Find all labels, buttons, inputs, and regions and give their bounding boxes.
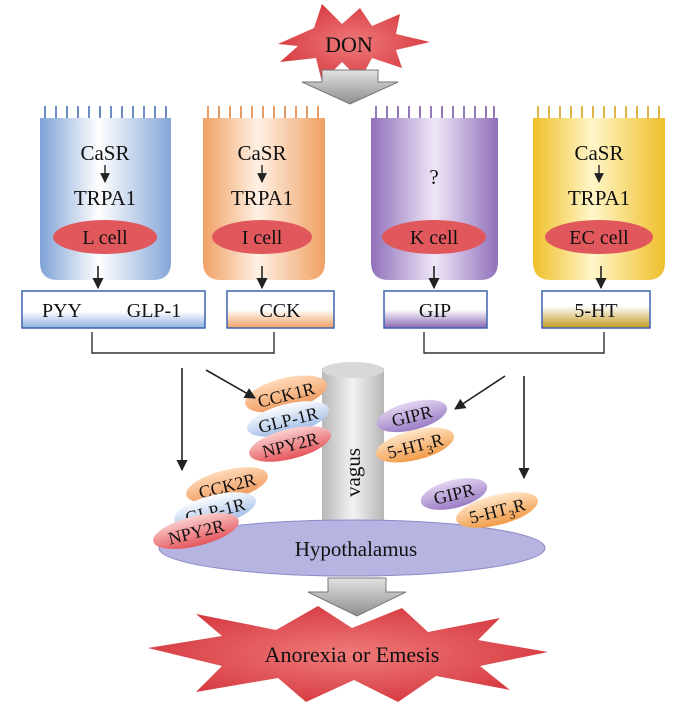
vagus-label: vagus [341, 448, 365, 497]
hypothalamus-label: Hypothalamus [295, 537, 417, 561]
receptor-pill-amber [456, 492, 538, 528]
vagus-left-receptors: CCK1R GLP-1R NPY2R [245, 375, 331, 462]
cell-microvilli [375, 106, 495, 118]
cell-ec: CaSR TRPA1 EC cell [533, 106, 665, 280]
cell-channel: TRPA1 [568, 186, 630, 210]
hormone-box-cck: CCK [226, 290, 335, 329]
receptor-label-subscript: 3 [507, 507, 516, 522]
cell-receptor: CaSR [574, 141, 623, 165]
hormone-box [21, 290, 206, 329]
cell-label: L cell [82, 227, 128, 249]
arrow-to-vagus-right [454, 375, 506, 410]
cell-microvilli [207, 106, 319, 118]
right-bracket [423, 332, 605, 354]
receptor-pill-red [153, 512, 239, 550]
receptor-label: GIPR [390, 401, 435, 430]
vagus-top [322, 362, 384, 378]
big-arrow-down-top [301, 69, 399, 105]
cell-receptor: ? [429, 165, 438, 189]
cell-k: ? K cell [371, 106, 498, 280]
hormone-box-gip: GIP [383, 290, 488, 329]
left-bracket [91, 332, 275, 354]
cell-channel: TRPA1 [74, 186, 136, 210]
outcome-burst: Anorexia or Emesis [148, 606, 548, 702]
arrow-to-vagus-left [205, 369, 256, 399]
cell-body [371, 118, 498, 280]
outcome-burst-shape [148, 606, 548, 702]
hormone-label: GLP-1 [127, 300, 181, 322]
hormone-label: PYY [42, 300, 82, 322]
hypothalamus-right-receptors: GIPR 5-HT3R [420, 478, 538, 531]
cell-microvilli [537, 106, 660, 118]
cell-nucleus [382, 220, 486, 254]
cell-receptor: CaSR [237, 141, 286, 165]
hormone-box-5ht: 5-HT [541, 290, 651, 329]
outcome-label: Anorexia or Emesis [265, 642, 440, 667]
receptor-pill-purple [376, 399, 448, 433]
receptor-pill-red [249, 426, 331, 462]
receptor-pill-purple [420, 478, 488, 510]
receptor-label-subscript: 3 [425, 442, 434, 457]
receptor-pill-amber [376, 427, 454, 463]
hormone-box-pyy-glp1: PYY GLP-1 [21, 290, 206, 329]
receptor-label: 5-HT3R [385, 429, 446, 466]
cell-label: K cell [410, 227, 459, 249]
cell-channel: TRPA1 [231, 186, 293, 210]
vagus-body [322, 368, 384, 538]
hypothalamus: Hypothalamus [158, 519, 546, 577]
don-burst-shape [278, 4, 430, 82]
cell-receptor: CaSR [80, 141, 129, 165]
cell-nucleus [545, 220, 653, 254]
receptor-label: GIPR [432, 479, 477, 508]
cell-label: EC cell [569, 227, 629, 249]
cell-nucleus [53, 220, 157, 254]
don-stimulus: DON [278, 4, 430, 82]
hormone-box [383, 290, 488, 329]
vagus-right-receptors: GIPR 5-HT3R [376, 399, 454, 466]
big-arrow-down-bottom [307, 577, 407, 617]
vagus-nerve: vagus [322, 362, 384, 538]
hypothalamus-left-receptors: CCK2R GLP-1R NPY2R [153, 467, 268, 550]
cell-l: CaSR TRPA1 L cell [40, 106, 171, 280]
receptor-label-suffix: R [429, 429, 445, 451]
cell-microvilli [44, 106, 167, 118]
hormone-box [226, 290, 335, 329]
receptor-label: 5-HT3R [467, 494, 528, 531]
hypothalamus-shape [158, 519, 546, 577]
cell-nucleus [212, 220, 312, 254]
cell-i: CaSR TRPA1 I cell [203, 106, 325, 280]
don-label: DON [325, 32, 373, 57]
hormone-label: GIP [419, 300, 451, 322]
hormone-label: 5-HT [574, 300, 617, 322]
hormone-box [541, 290, 651, 329]
hormone-label: CCK [259, 300, 301, 322]
receptor-label-suffix: R [511, 494, 527, 516]
cell-label: I cell [242, 227, 283, 249]
